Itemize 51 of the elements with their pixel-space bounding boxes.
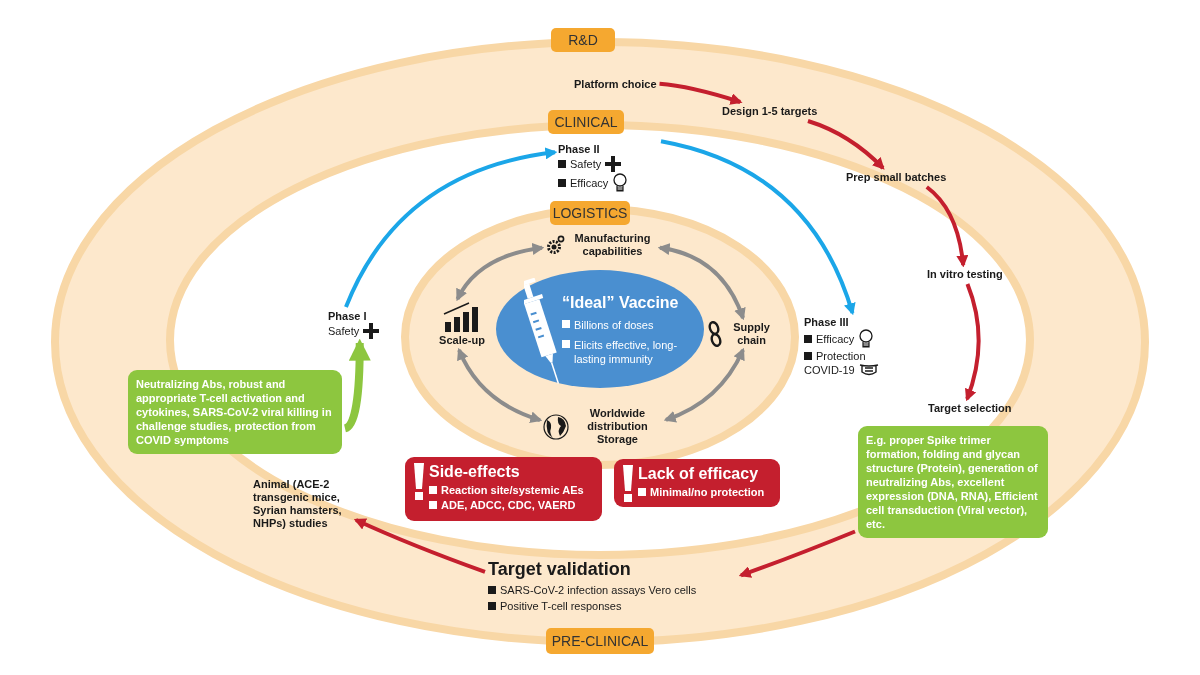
- stage-tab: R&D: [551, 28, 615, 52]
- phase-heading: Target validation: [488, 558, 631, 580]
- bullet-text: Protection: [816, 350, 866, 362]
- arrow: [457, 347, 543, 423]
- phase-heading: Phase II: [558, 143, 600, 155]
- step-label: Prep small batches: [846, 171, 947, 184]
- arrow: [660, 139, 856, 316]
- bullet-text: COVID-19: [804, 364, 855, 376]
- bullet-text: Safety: [570, 158, 602, 170]
- bullet-text: Reaction site/systemic AEs: [441, 484, 584, 496]
- bullet-text: Efficacy: [816, 333, 855, 345]
- warning-heading: Side-effects: [429, 463, 520, 481]
- arrow: [455, 243, 545, 302]
- bullet-text: Minimal/no protection: [650, 486, 765, 498]
- phase-heading: Phase III: [804, 316, 849, 328]
- bullet-text: ADE, ADCC, CDC, VAERD: [441, 499, 576, 511]
- arrow: [344, 147, 558, 308]
- callout-box: E.g. proper Spike trimer formation, folding and glycan structure (Protein), generation of neutralizing Abs, excellent expression (DNA, RNA), Efficient cell transduction (Viral vector), etc.: [858, 426, 1048, 538]
- step-label: Target selection: [928, 402, 1012, 415]
- item-label: Worldwide distribution Storage: [586, 407, 649, 446]
- warning-box: [405, 457, 602, 521]
- stage-tab: LOGISTICS: [550, 201, 630, 225]
- item-label: Scale-up: [439, 334, 485, 347]
- bullet-text: Elicits effective, long-lasting immunity: [574, 338, 679, 366]
- step-label: Platform choice: [574, 78, 657, 91]
- bullet-text: Positive T-cell responses: [500, 600, 622, 612]
- arrow: [738, 529, 856, 578]
- vaccine-heading: “Ideal” Vaccine: [562, 294, 679, 312]
- arrow: [659, 81, 743, 105]
- arrow: [343, 338, 371, 432]
- step-label: Design 1-5 targets: [722, 105, 818, 118]
- arrow: [657, 243, 746, 321]
- arrow: [807, 119, 885, 170]
- stage-tab: CLINICAL: [548, 110, 624, 134]
- callout-box: Neutralizing Abs, robust and appropriate T-cell activation and cytokines, SARS-CoV-2 viral killing in challenge studies, protection from COVID symptoms: [128, 370, 342, 454]
- arrow: [353, 518, 486, 574]
- bullet-text: SARS-CoV-2 infection assays Vero cells: [500, 584, 697, 596]
- warning-heading: Lack of efficacy: [638, 465, 759, 483]
- item-label: Supply chain: [732, 321, 771, 347]
- item-label: Manufacturing capabilities: [573, 232, 652, 258]
- phase-heading: Phase I: [328, 310, 367, 322]
- step-label: In vitro testing: [927, 268, 1003, 281]
- bullet-text: Billions of doses: [574, 318, 654, 332]
- stage-tab: PRE-CLINICAL: [546, 628, 654, 654]
- arrow: [925, 185, 969, 268]
- arrow: [663, 347, 745, 423]
- arrow: [964, 283, 981, 402]
- step-label: Animal (ACE-2 transgenic mice, Syrian hamsters, NHPs) studies: [253, 478, 353, 530]
- bullet-text: Safety: [328, 325, 360, 337]
- warning-box: [614, 459, 780, 507]
- bullet-text: Efficacy: [570, 177, 609, 189]
